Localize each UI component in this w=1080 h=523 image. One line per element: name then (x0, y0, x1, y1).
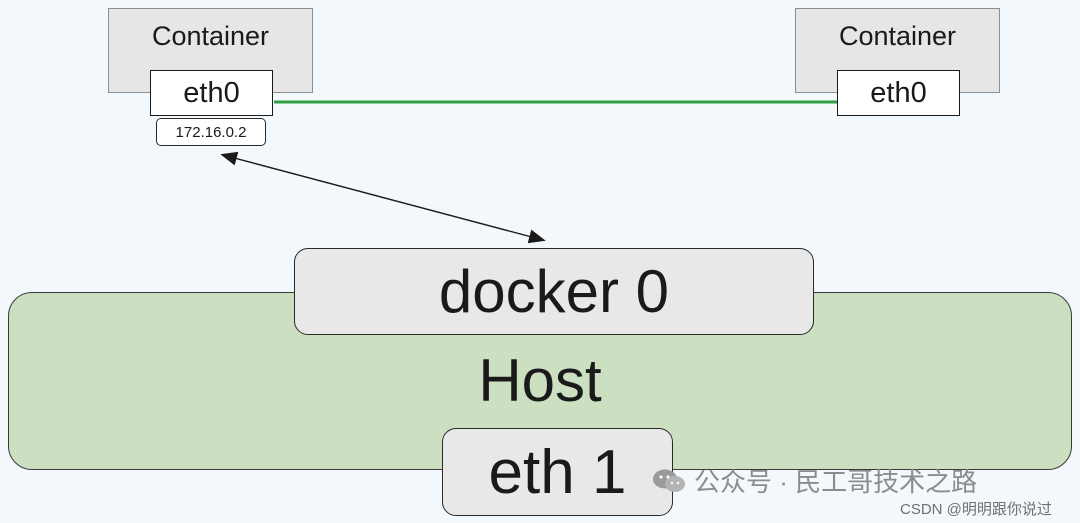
watermark-text: 公众号 · 民工哥技术之路 (694, 467, 978, 497)
csdn-credit: CSDN @明明跟你说过 (900, 501, 1052, 518)
host-eth1-label: eth 1 (488, 437, 627, 507)
docker0-label: docker 0 (438, 258, 670, 325)
host-label: Host (478, 347, 602, 414)
host-eth1: eth 1 (442, 428, 673, 516)
wechat-icon (652, 468, 686, 494)
container-left-label: Container (151, 21, 270, 51)
container-right-label: Container (838, 21, 957, 51)
watermark: 公众号 · 民工哥技术之路 (652, 462, 977, 499)
bridge-arrow (220, 151, 546, 244)
container-left-ip-label: 172.16.0.2 (156, 118, 266, 146)
docker0-bridge: docker 0 (294, 248, 814, 335)
container-left-eth0: eth0 (150, 70, 273, 116)
container-right-eth0: eth0 (837, 70, 960, 116)
